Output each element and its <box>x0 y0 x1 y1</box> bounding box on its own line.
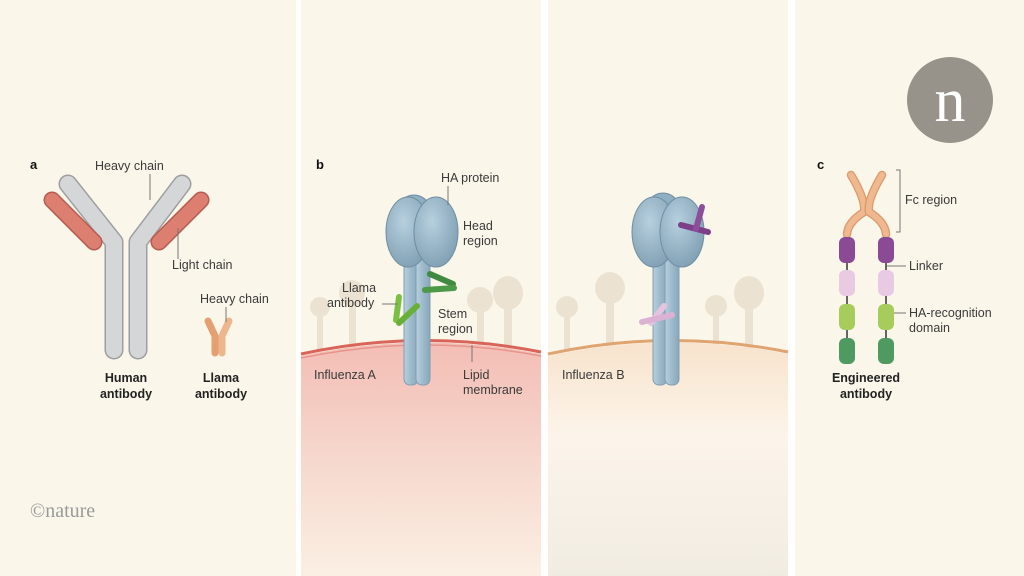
purple-domain <box>839 237 855 263</box>
ha-protein-influenza-a <box>385 194 459 386</box>
ha-protein-label: HA protein <box>441 171 499 185</box>
heavy-chain-label: Heavy chain <box>95 159 164 173</box>
purple-antibody <box>678 204 711 235</box>
influenza-b-label: Influenza B <box>562 368 625 382</box>
llama-antibody-green <box>393 271 457 326</box>
ha-recognition-label-line2: domain <box>909 321 950 335</box>
background-ha-proteins <box>556 272 764 352</box>
llama-antibody-label-line1: Llama <box>342 281 376 295</box>
lipid-membrane-label-line1: Lipid <box>463 368 489 382</box>
engineered-antibody-chains <box>839 237 894 364</box>
human-antibody-caption-line2: antibody <box>100 387 152 401</box>
llama-antibody-label-line2: antibody <box>327 296 375 310</box>
ha-protein-influenza-b <box>631 192 705 386</box>
ha-recognition-domain <box>839 304 855 330</box>
nature-logo: n <box>907 57 993 143</box>
light-chain-label: Light chain <box>172 258 233 272</box>
influenza-a-label: Influenza A <box>314 368 377 382</box>
ha-recognition-label-line1: HA-recognition <box>909 306 992 320</box>
green-domain <box>878 338 894 364</box>
fc-region-label: Fc region <box>905 193 957 207</box>
panel-b-influenza-a: b HA protein Head region Llama antibody … <box>300 157 542 576</box>
human-antibody-shape <box>43 174 210 360</box>
pink-domain <box>878 270 894 296</box>
llama-heavy-chain-label: Heavy chain <box>200 292 269 306</box>
stem-region-label-line1: Stem <box>438 307 467 321</box>
fc-region-shape <box>842 170 891 239</box>
panel-b-influenza-b: Influenza B <box>547 192 789 576</box>
llama-antibody-caption-line1: Llama <box>203 371 240 385</box>
pink-domain <box>839 270 855 296</box>
panel-a-background <box>0 0 296 576</box>
engineered-antibody-caption-line1: Engineered <box>832 371 900 385</box>
panel-label-b: b <box>316 157 324 172</box>
fc-region-bracket <box>896 169 901 233</box>
llama-antibody-shape <box>204 317 233 357</box>
background-ha-proteins <box>310 276 523 355</box>
pink-antibody <box>639 303 675 326</box>
purple-domain <box>878 237 894 263</box>
linker-label: Linker <box>909 259 943 273</box>
lipid-membrane-label-line2: membrane <box>463 383 523 397</box>
panel-a: a Heavy chain Light chain Heavy chain Hu… <box>30 157 269 522</box>
human-antibody-caption-line1: Human <box>105 371 147 385</box>
engineered-antibody-caption-line2: antibody <box>840 387 892 401</box>
panel-label-a: a <box>30 157 38 172</box>
head-region-label-line1: Head <box>463 219 493 233</box>
influenza-b-virus-interior <box>548 342 788 576</box>
stem-region-label-line2: region <box>438 322 473 336</box>
influenza-a-virus-interior <box>301 342 541 576</box>
ha-recognition-domain <box>878 304 894 330</box>
llama-antibody-caption-line2: antibody <box>195 387 247 401</box>
nature-copyright: ©nature <box>30 500 95 522</box>
green-domain <box>839 338 855 364</box>
nature-logo-letter: n <box>935 67 966 135</box>
panel-label-c: c <box>817 157 824 172</box>
head-region-label-line2: region <box>463 234 498 248</box>
panel-c: c Fc region Linker HA-recognition domain… <box>817 157 992 401</box>
